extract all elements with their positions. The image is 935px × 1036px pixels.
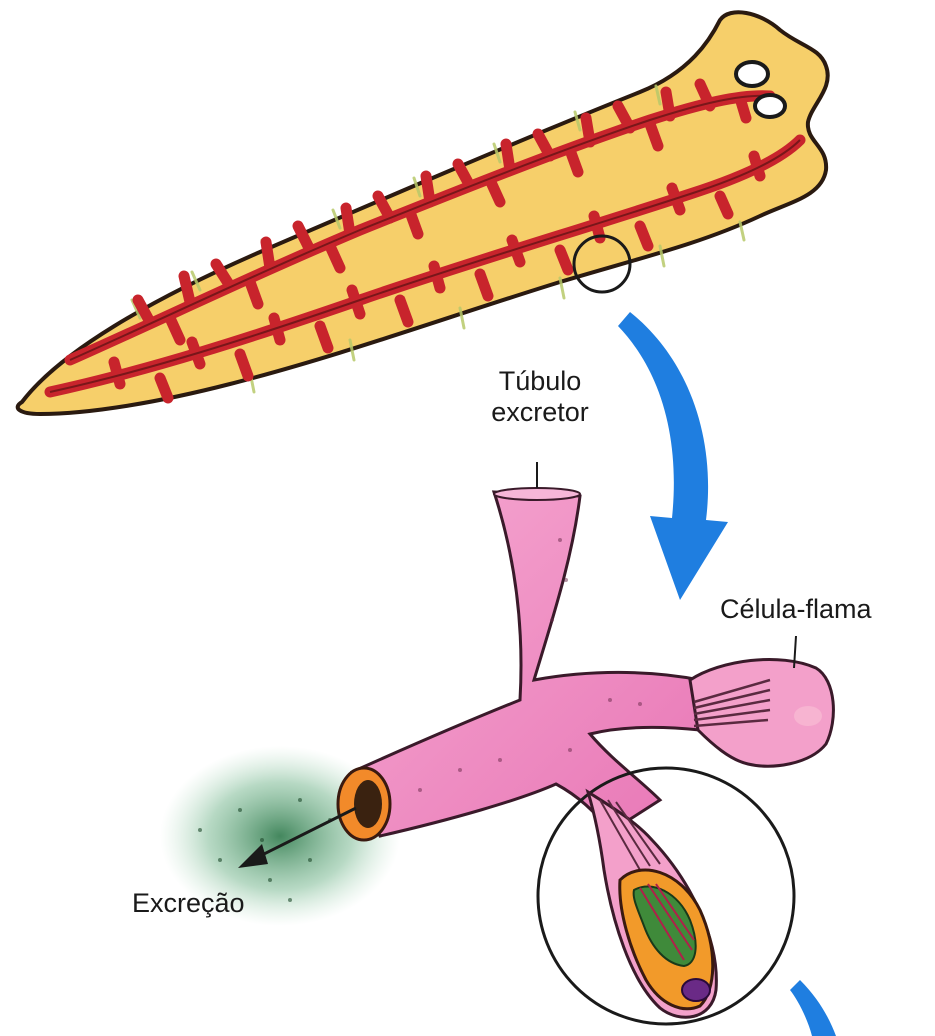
flame-cell-bulb	[690, 659, 833, 766]
blue-arrow-bottom	[790, 980, 836, 1036]
flame-cell-detail	[538, 768, 794, 1024]
label-tubulo-line2: excretor	[465, 397, 615, 428]
label-tubulo-excretor: Túbulo excretor	[465, 366, 615, 428]
tubule-body	[352, 492, 700, 836]
excretory-tubule	[160, 462, 833, 1024]
flame-cell-nucleus	[682, 979, 710, 1001]
planarian-body	[18, 12, 828, 414]
planarian-outline	[18, 12, 828, 414]
label-tubulo-line1: Túbulo	[465, 366, 615, 397]
label-celula-flama: Célula-flama	[720, 594, 872, 625]
blue-curved-arrow	[618, 312, 728, 600]
label-excrecao: Excreção	[132, 888, 245, 919]
